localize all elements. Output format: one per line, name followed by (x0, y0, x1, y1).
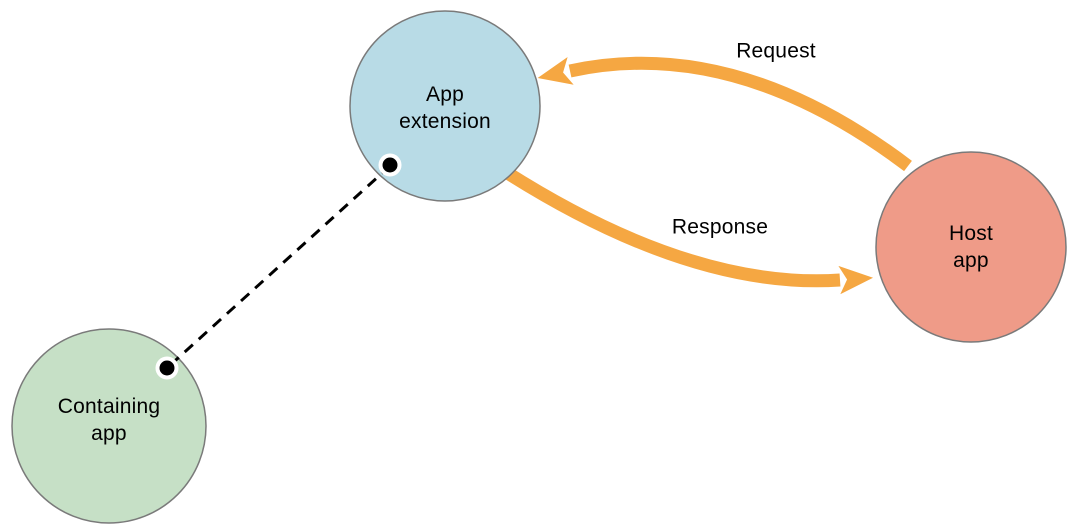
app-extension-label: App extension (399, 83, 491, 133)
request-arrow (537, 56, 912, 172)
host-app-label: Host app (949, 222, 993, 272)
host-app-node (875, 151, 1067, 343)
dashed-connector (165, 164, 392, 370)
containing-app-label: Containing app (57, 395, 161, 445)
connector-endpoint-dot-extension (378, 153, 402, 177)
connector-endpoint-dot-containing (155, 356, 179, 380)
app-extension-node (349, 10, 541, 202)
containing-app-node (11, 328, 207, 524)
response-arrow-label: Response (671, 215, 769, 239)
request-arrow-label: Request (736, 39, 816, 63)
response-arrow (502, 166, 874, 295)
